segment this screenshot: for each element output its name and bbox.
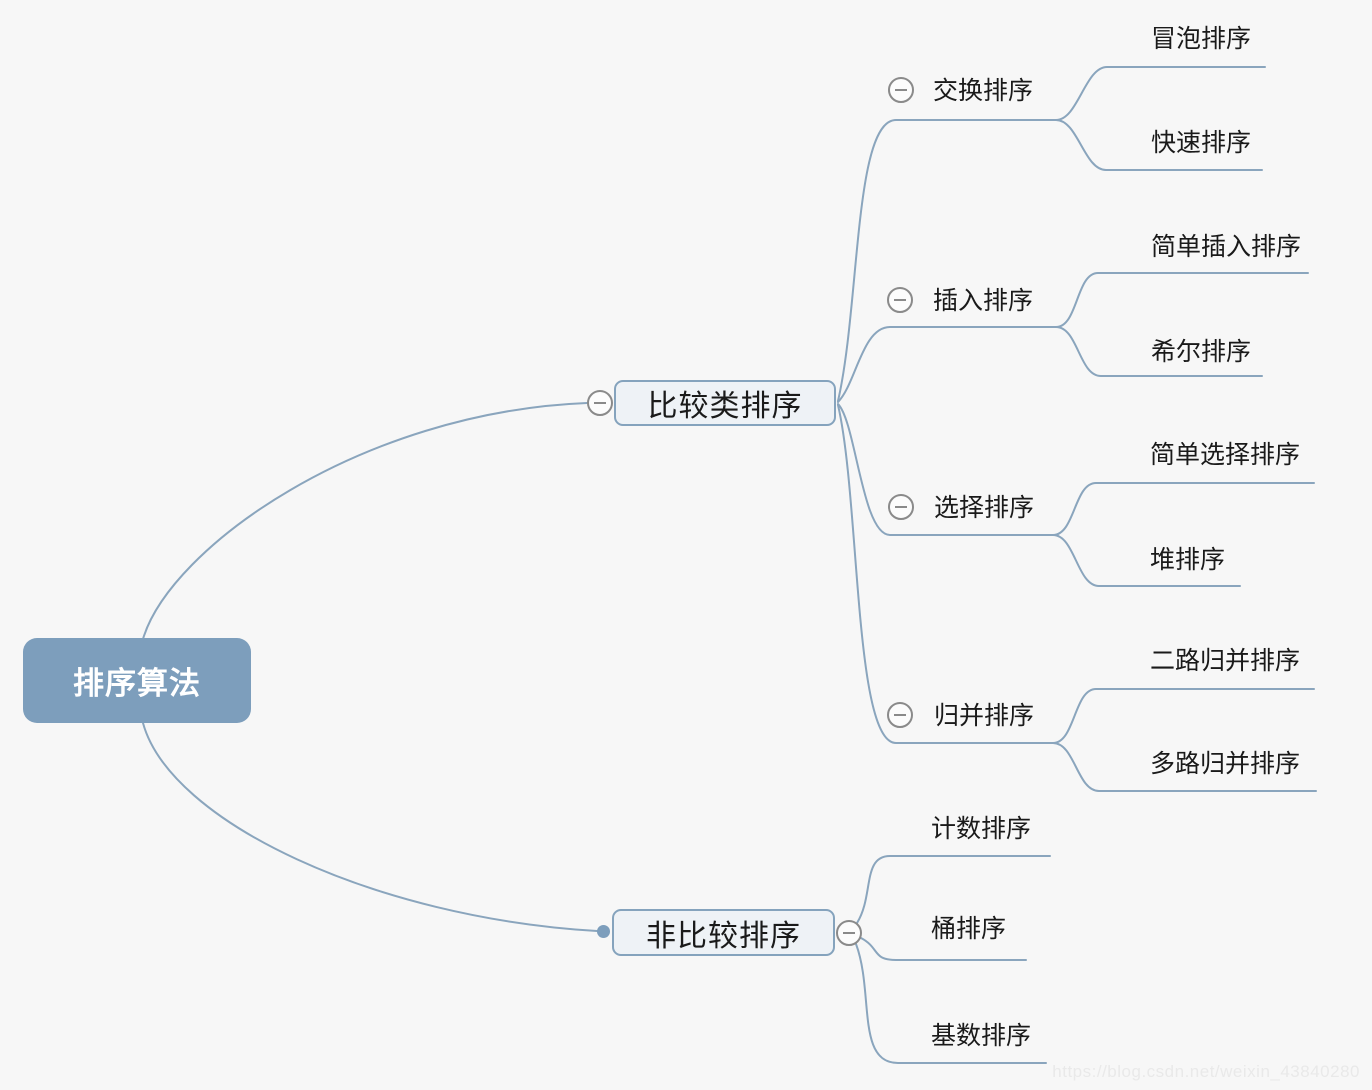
collapse-minus-icon-insert[interactable]	[887, 287, 913, 313]
leaf-multi-way-merge-sort[interactable]: 多路归并排序	[1150, 750, 1301, 778]
edge-comparison-to-select	[837, 403, 1054, 536]
leaf-counting-sort[interactable]: 计数排序	[931, 815, 1032, 843]
collapse-minus-icon-exchange[interactable]	[888, 77, 914, 103]
leaf-simple-select-sort[interactable]: 简单选择排序	[1150, 441, 1301, 469]
edge-exchange-to-bubble	[1055, 66, 1266, 121]
edge-comparison-to-exchange	[837, 119, 1057, 402]
leaf-bucket-sort[interactable]: 桶排序	[931, 915, 1007, 943]
topic-node-comparison-sort[interactable]: 比较类排序	[614, 380, 836, 426]
edge-merge-to-multi-way	[1052, 742, 1317, 792]
leaf-bubble-sort[interactable]: 冒泡排序	[1151, 25, 1252, 53]
subtopic-merge-sort[interactable]: 归并排序	[934, 702, 1035, 730]
edge-root-to-noncomparison	[142, 722, 598, 932]
collapse-minus-icon-merge[interactable]	[887, 702, 913, 728]
edge-root-to-comparison	[142, 402, 588, 640]
edge-comparison-to-insert	[837, 326, 1057, 403]
leaf-shell-sort[interactable]: 希尔排序	[1151, 338, 1252, 366]
connection-dot-icon	[597, 925, 610, 938]
root-node-sorting-algorithms[interactable]: 排序算法	[23, 638, 251, 723]
edge-insert-to-shell	[1055, 326, 1263, 377]
subtopic-insert-sort[interactable]: 插入排序	[933, 287, 1034, 315]
edge-select-to-simple-select	[1052, 482, 1315, 536]
topic-node-non-comparison-sort[interactable]: 非比较排序	[612, 909, 835, 956]
watermark-url: https://blog.csdn.net/weixin_43840280	[1052, 1062, 1360, 1081]
collapse-minus-icon-non-comparison[interactable]	[836, 920, 862, 946]
subtopic-exchange-sort[interactable]: 交换排序	[933, 77, 1034, 105]
subtopic-select-sort[interactable]: 选择排序	[934, 494, 1035, 522]
edge-insert-to-simple-insert	[1055, 272, 1309, 328]
edge-noncomparison-to-count	[856, 855, 1051, 924]
edge-noncomparison-to-radix	[855, 943, 1047, 1064]
leaf-simple-insert-sort[interactable]: 简单插入排序	[1151, 233, 1302, 261]
leaf-two-way-merge-sort[interactable]: 二路归并排序	[1150, 647, 1301, 675]
leaf-quick-sort[interactable]: 快速排序	[1151, 129, 1252, 157]
edge-noncomparison-to-bucket	[860, 937, 1027, 961]
leaf-heap-sort[interactable]: 堆排序	[1150, 546, 1226, 574]
edge-exchange-to-quick	[1055, 119, 1263, 171]
edge-select-to-heap	[1052, 534, 1241, 587]
edge-merge-to-two-way	[1052, 688, 1315, 744]
collapse-minus-icon-select[interactable]	[888, 494, 914, 520]
collapse-minus-icon-comparison[interactable]	[587, 390, 613, 416]
leaf-radix-sort[interactable]: 基数排序	[931, 1022, 1032, 1050]
edge-comparison-to-merge	[837, 404, 1054, 744]
